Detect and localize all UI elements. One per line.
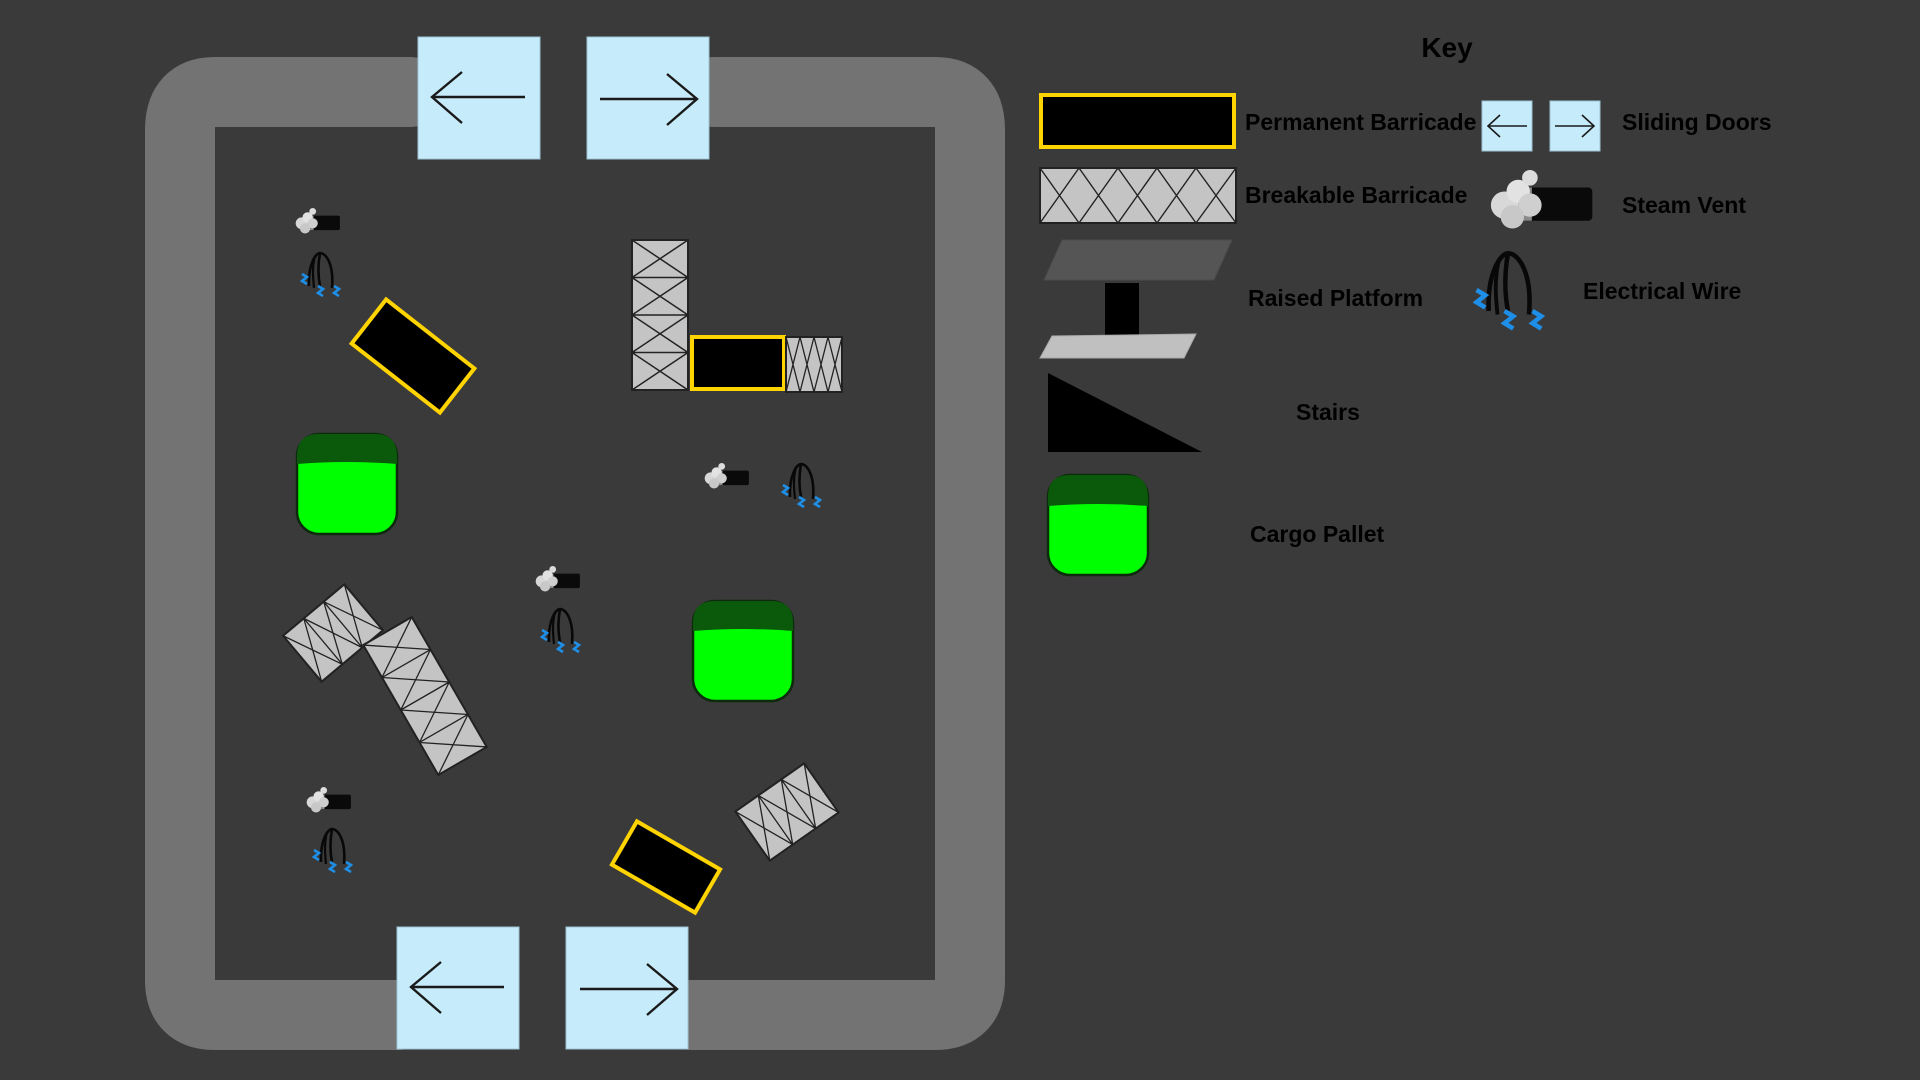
legend-raised-platform-label: Raised Platform <box>1248 285 1423 311</box>
right-arrow-icon <box>600 73 699 126</box>
breakable-barricade <box>785 336 843 393</box>
permanent-barricade <box>348 296 478 416</box>
legend-cargo-pallet-swatch <box>1046 473 1150 577</box>
steam-vent-icon <box>704 463 749 489</box>
permanent-barricade <box>609 818 723 916</box>
breakable-barricade <box>361 615 489 777</box>
legend-breakable-barricade-swatch <box>1039 167 1237 224</box>
legend-title: Key <box>1421 32 1473 63</box>
steam-vent-icon <box>1490 170 1593 229</box>
legend-permanent-barricade-swatch <box>1039 93 1236 149</box>
right-arrow-icon <box>580 963 679 1016</box>
sliding-door-top-right <box>586 36 710 160</box>
legend-permanent-barricade-label: Permanent Barricade <box>1245 109 1476 135</box>
breakable-barricade <box>733 761 841 863</box>
steam-vent-icon <box>295 208 340 234</box>
right-arrow-icon <box>1555 114 1596 138</box>
legend-sliding-doors-label: Sliding Doors <box>1622 109 1772 135</box>
left-arrow-icon <box>430 71 525 124</box>
sliding-door-top-left <box>417 36 541 160</box>
steam-vent-icon <box>306 787 351 813</box>
electrical-wire-icon <box>540 607 581 654</box>
legend-sliding-doors-swatch <box>1481 100 1601 152</box>
legend-steam-vent-label: Steam Vent <box>1622 192 1746 218</box>
sliding-door-bottom-left <box>396 926 520 1050</box>
electrical-wire-icon <box>1477 253 1542 328</box>
left-arrow-icon <box>1486 114 1527 138</box>
breakable-barricade <box>631 239 689 391</box>
legend-stairs-label: Stairs <box>1296 399 1360 425</box>
electrical-wire-icon <box>312 827 353 874</box>
left-arrow-icon <box>409 961 504 1014</box>
legend-stairs-swatch <box>1048 373 1202 452</box>
cargo-pallet <box>295 432 399 536</box>
sliding-door-bottom-right <box>565 926 689 1050</box>
cargo-pallet <box>691 599 795 703</box>
permanent-barricade <box>690 335 786 391</box>
steam-vent-icon <box>535 566 580 592</box>
legend-electrical-wire-label: Electrical Wire <box>1583 278 1741 304</box>
electrical-wire-icon <box>300 251 341 298</box>
breakable-barricade <box>281 582 385 684</box>
legend: Key Permanent Barricade Breakable Barric… <box>1039 32 1772 577</box>
electrical-wire-icon <box>781 462 822 509</box>
arena-walls <box>145 57 1005 1050</box>
legend-cargo-pallet-label: Cargo Pallet <box>1250 521 1385 547</box>
legend-raised-platform-swatch <box>1039 239 1233 359</box>
legend-breakable-barricade-label: Breakable Barricade <box>1245 182 1467 208</box>
